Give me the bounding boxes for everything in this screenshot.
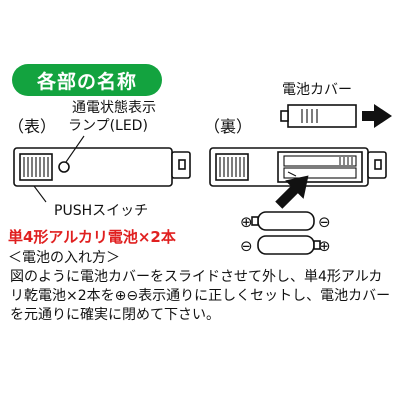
lamp-label-line2: ランプ(LED) [68,118,148,134]
batteries [251,211,321,255]
plus-symbol-top: ⊕ [240,213,253,231]
compartment-tick [287,171,297,177]
back-label: （裏） [204,117,253,136]
battery-top [257,211,315,231]
battery-cover-body [287,104,357,128]
compartment-battery-top [283,155,357,167]
back-device [209,147,387,187]
section-title-badge: 各部の名称 [12,64,162,96]
led-leader-line [65,135,85,163]
instructions-body: 図のように電池カバーをスライドさせて外し、単4形アルカリ乾電池×2本を⊕⊖表示通… [10,269,391,323]
front-label: （表） [8,117,57,136]
led-lamp [58,161,70,173]
compartment-springs [339,157,353,165]
push-switch-ridges [23,157,49,177]
front-device-slot [178,159,186,170]
battery-cover [280,104,357,128]
back-device-slot [374,159,382,170]
battery-cover-label: 電池カバー [282,82,352,98]
compartment-battery-bottom [283,167,357,179]
push-switch-label: PUSHスイッチ [54,203,149,219]
battery-spec: 単4形アルカリ電池×2本 [8,228,176,246]
minus-symbol-top: ⊖ [318,213,331,231]
insert-arrow [275,175,309,209]
section-title: 各部の名称 [36,70,137,93]
battery-cover-tab [280,110,289,122]
minus-symbol-bottom: ⊖ [240,237,253,255]
switch-leader-line [33,185,47,203]
instructions-heading: ＜電池の入れ方＞ [8,250,120,266]
battery-bottom-terminal [313,240,321,250]
battery-cover-ridges [301,109,318,123]
front-device [13,135,191,203]
battery-top-terminal [251,216,259,226]
lamp-label-line1: 通電状態表示 [72,100,156,116]
slide-out-arrow [362,104,392,128]
plus-symbol-bottom: ⊕ [318,237,331,255]
battery-bottom [257,235,315,255]
